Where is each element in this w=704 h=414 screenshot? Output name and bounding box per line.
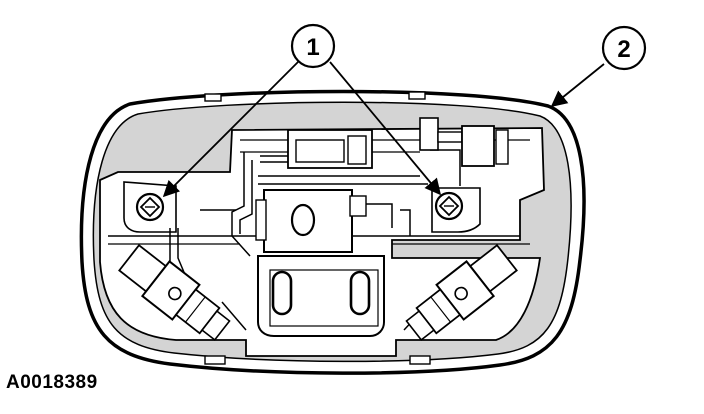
- callout-2: 2: [601, 25, 647, 71]
- leader-2: [550, 63, 605, 108]
- top-right-switch: [419, 117, 509, 167]
- right-lamp-socket: [405, 243, 518, 342]
- callout-1-label: 1: [306, 34, 319, 61]
- left-lamp-socket: [118, 243, 231, 342]
- center-reflector: [257, 255, 385, 337]
- figure-id: A0018389: [6, 372, 98, 393]
- left-screw: [135, 192, 165, 222]
- callout-2-label: 2: [617, 36, 630, 63]
- leader-1-right: [329, 61, 442, 196]
- leader-1-left: [162, 61, 299, 198]
- right-screw: [434, 191, 464, 221]
- callout-1: 1: [290, 23, 336, 69]
- top-connector: [260, 129, 373, 169]
- callout-leaders: [162, 61, 605, 198]
- center-switch: [255, 189, 367, 253]
